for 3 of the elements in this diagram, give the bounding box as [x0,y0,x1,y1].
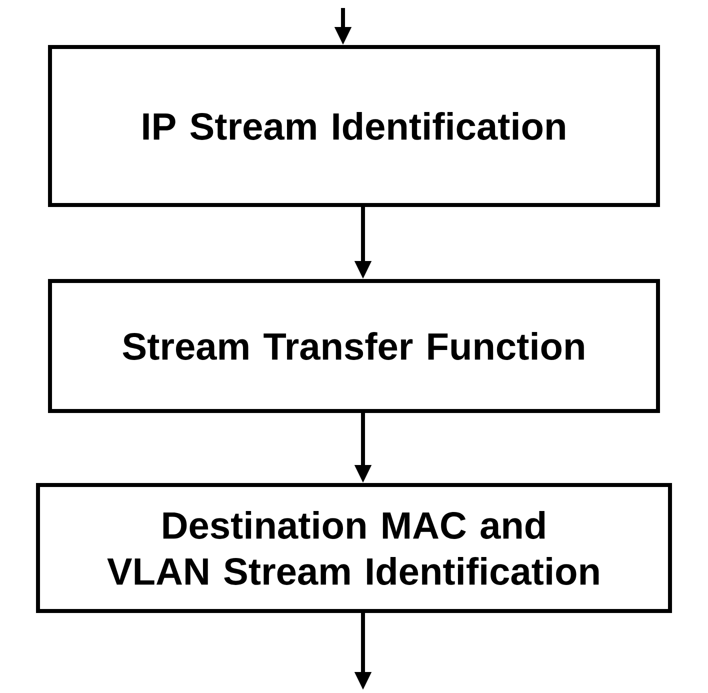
process-box: Destination MAC and VLAN Stream Identification [36,483,672,613]
process-box: IP Stream Identification [48,45,660,208]
process-box: Stream Transfer Function [48,279,660,413]
